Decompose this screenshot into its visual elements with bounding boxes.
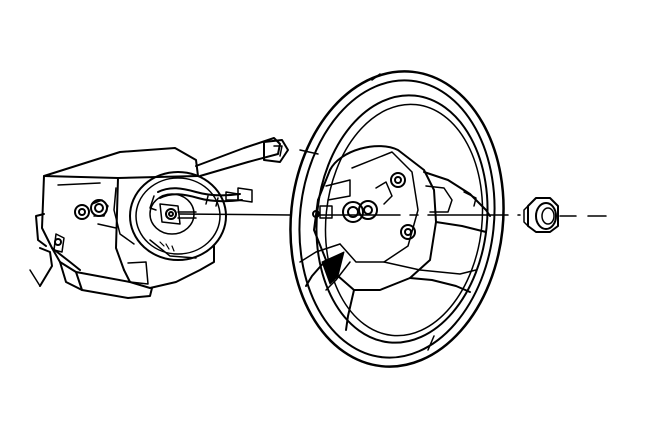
- steering-wheel-hub: [312, 145, 437, 291]
- column-bolt: [74, 199, 109, 220]
- steering-wheel-spokes: [299, 171, 491, 331]
- steering-column-assembly: [29, 147, 215, 299]
- steering-wheel-nut: [523, 197, 559, 233]
- steering-wheel: [289, 70, 505, 368]
- multifunction-switch-lever: [195, 137, 289, 177]
- wiring-harness: [149, 187, 253, 211]
- clock-spring: [129, 171, 227, 261]
